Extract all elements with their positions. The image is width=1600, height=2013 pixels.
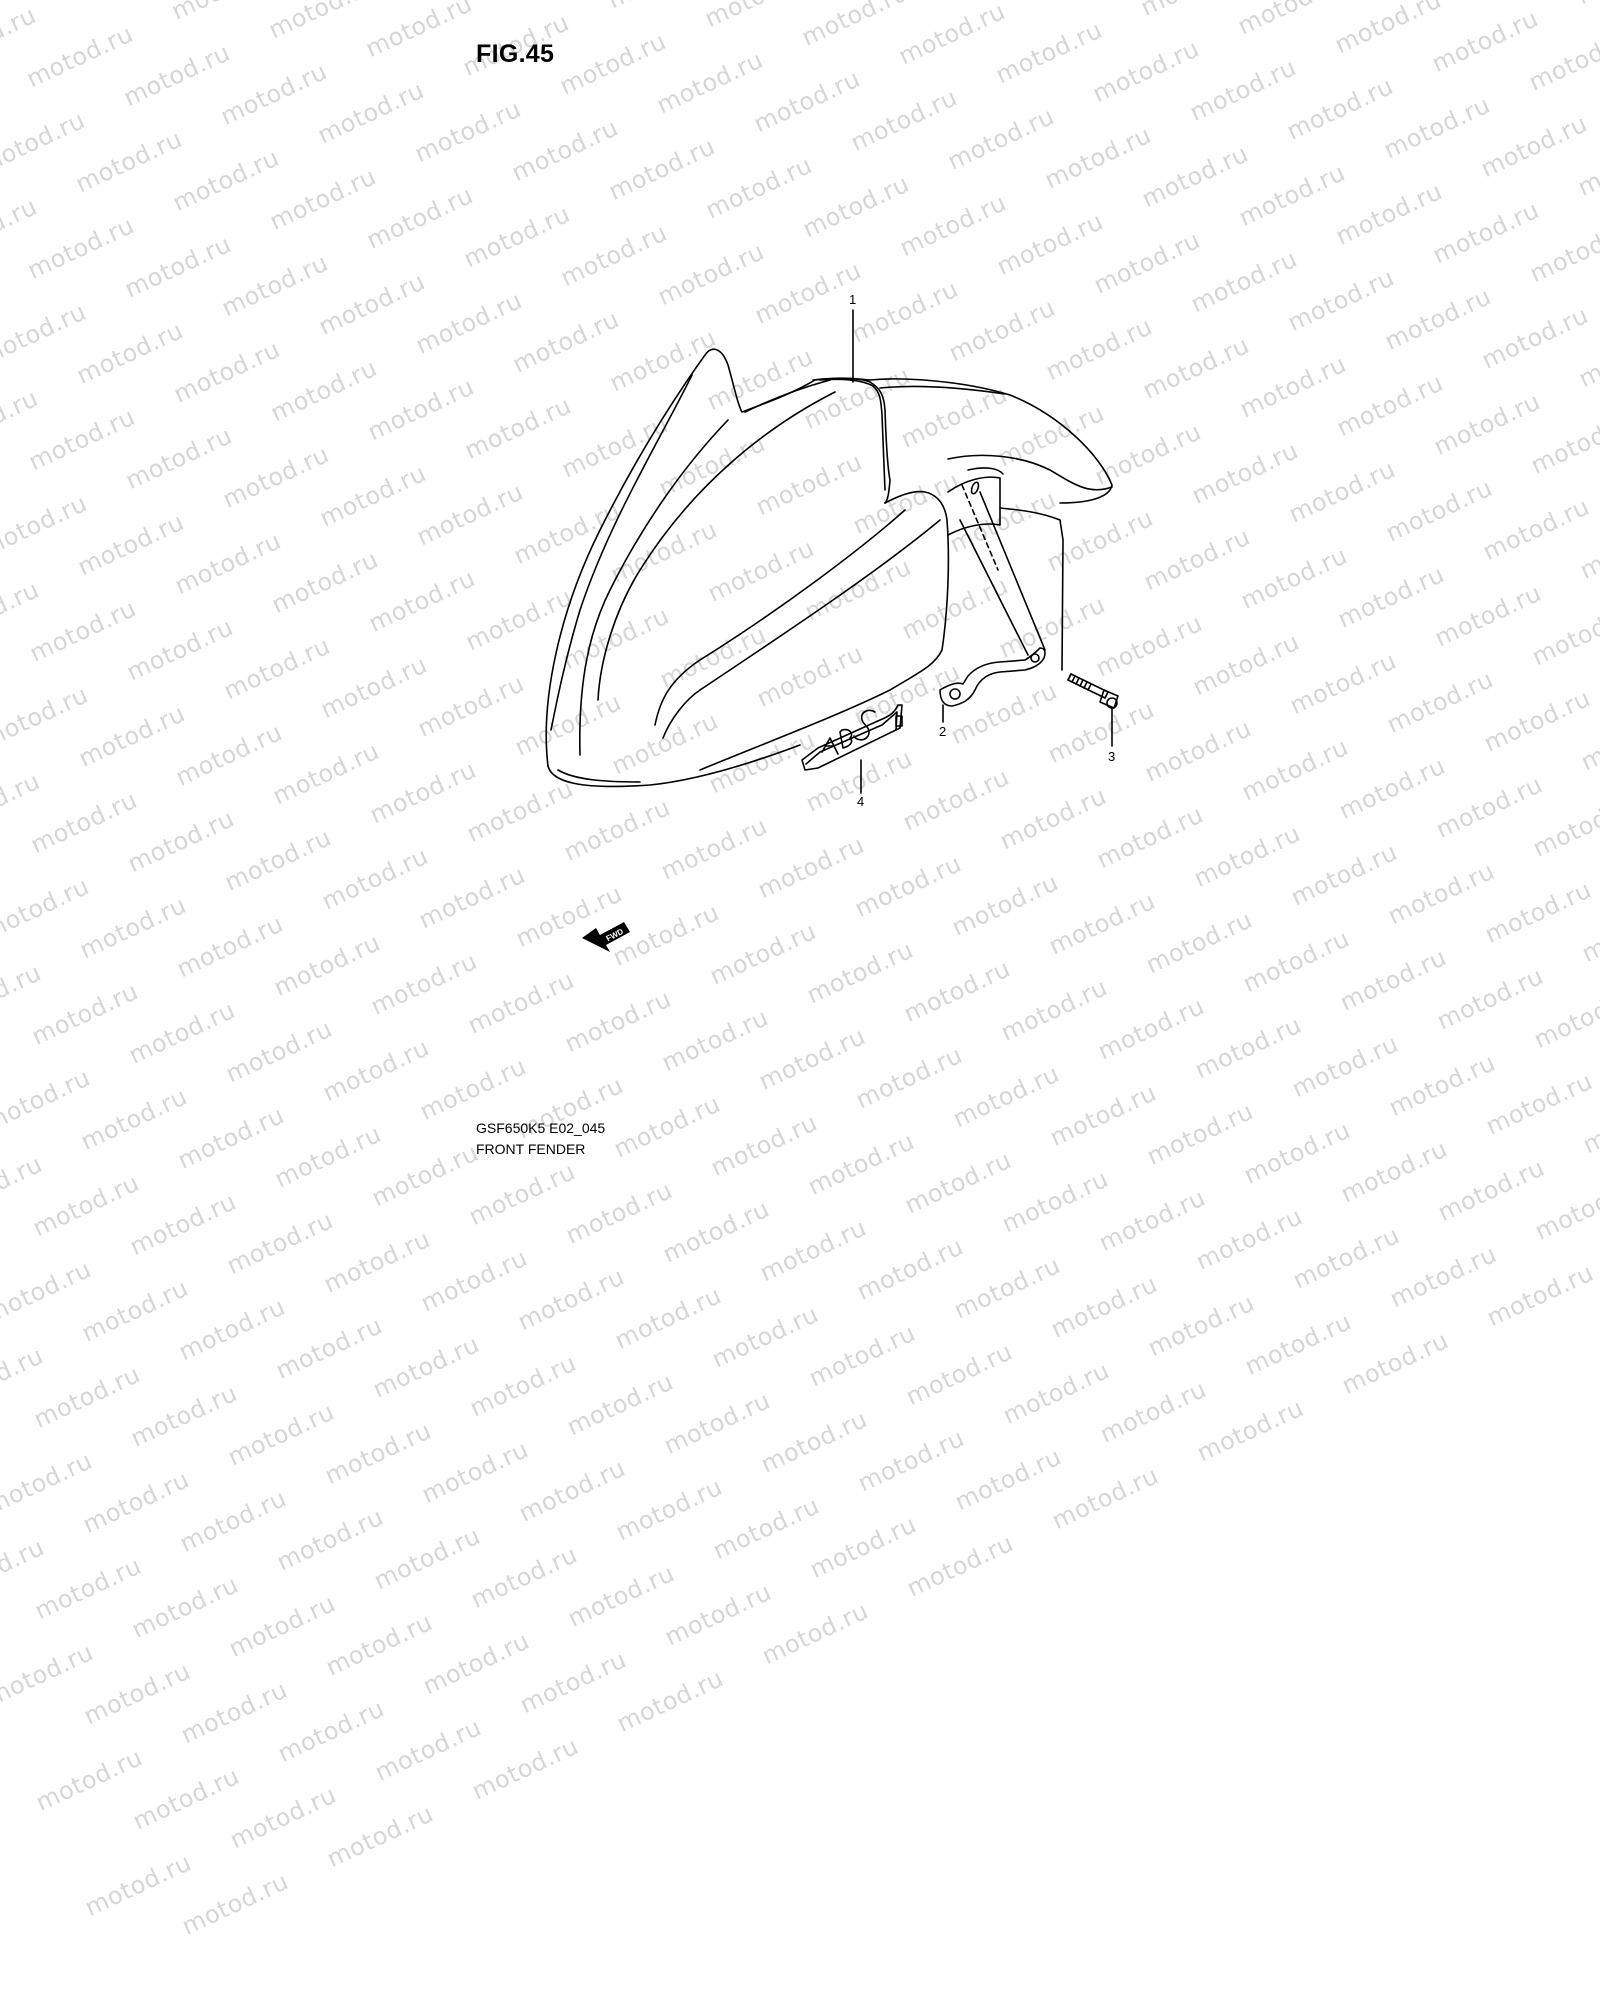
- watermark-text: motod.ru: [853, 1423, 969, 1498]
- watermark-text: motod.ru: [418, 1626, 534, 1701]
- watermark-text: motod.ru: [78, 1465, 194, 1539]
- watermark-text: motod.ru: [417, 1435, 533, 1509]
- watermark-text: motod.ru: [466, 1540, 582, 1614]
- watermark-text: motod.ru: [80, 1848, 196, 1922]
- watermark-text: motod.ru: [0, 1395, 48, 1515]
- watermark-text: motod.ru: [177, 1867, 293, 1941]
- watermark-text: motod.ru: [320, 1416, 436, 1491]
- watermark-text: motod.ru: [0, 1203, 47, 1323]
- watermark-text: motod.ru: [949, 1251, 1065, 1325]
- bolt-part: [1067, 673, 1119, 709]
- figure-code: GSF650K5 E02_045: [476, 1120, 606, 1136]
- figure-name: FRONT FENDER: [476, 1141, 586, 1157]
- watermark-text: motod.ru: [852, 1232, 968, 1306]
- watermark-text: motod.ru: [370, 1713, 486, 1787]
- watermark-text: motod.ru: [319, 1224, 435, 1299]
- watermark-text: motod.ru: [225, 1780, 341, 1855]
- watermark-text: motod.ru: [562, 1367, 678, 1442]
- watermark-text: motod.ru: [0, 1638, 98, 1712]
- watermark-text: motod.ru: [322, 1799, 438, 1874]
- front-fender-diagram: FWD 1 2 3 4: [545, 292, 1119, 952]
- watermark-text: motod.ru: [1095, 1374, 1211, 1449]
- fender-side-panel: [699, 490, 950, 771]
- watermark-text: motod.ru: [126, 1378, 242, 1453]
- watermark-text: motod.ru: [1046, 1269, 1162, 1344]
- watermark-text: motod.ru: [368, 1330, 484, 1404]
- watermark-text: motod.ru: [175, 1484, 291, 1558]
- watermark-text: motod.ru: [416, 1243, 532, 1318]
- callout-3: 3: [1108, 749, 1115, 764]
- watermark-text: motod.ru: [128, 1761, 244, 1836]
- abs-emblem: [801, 704, 903, 771]
- watermark-text: motod.ru: [805, 1510, 921, 1584]
- watermark-text: motod.ru: [950, 1442, 1066, 1517]
- watermark-text: motod.ru: [902, 1528, 1018, 1603]
- watermark-text: motod.ru: [0, 1532, 49, 1607]
- watermark-text: motod.ru: [224, 1589, 340, 1663]
- watermark-text: motod.ru: [369, 1521, 485, 1596]
- bracket-part: [939, 647, 1046, 707]
- watermark-text: motod.ru: [901, 1337, 1017, 1412]
- watermark-text: motod.ru: [707, 1299, 823, 1374]
- watermark-text: motod.ru: [1288, 1220, 1404, 1295]
- watermark-text: motod.ru: [31, 1743, 147, 1817]
- watermark-text: motod.ru: [563, 1559, 679, 1633]
- watermark-text: motod.ru: [1385, 1239, 1501, 1314]
- callout-4: 4: [857, 794, 864, 809]
- watermark-text: motod.ru: [757, 1596, 873, 1671]
- callout-1: 1: [849, 292, 856, 307]
- watermark-text: motod.ru: [1337, 1326, 1453, 1400]
- watermark-text: motod.ru: [467, 1731, 583, 1806]
- watermark-text: motod.ru: [77, 1273, 193, 1348]
- watermark-text: motod.ru: [660, 1577, 776, 1652]
- fwd-direction-icon: FWD: [582, 922, 630, 952]
- watermark-text: motod.ru: [611, 1472, 727, 1547]
- watermark-text: motod.ru: [272, 1502, 388, 1577]
- watermark-text: motod.ru: [271, 1311, 387, 1385]
- watermark-text: motod.ru: [79, 1656, 195, 1731]
- watermark-text: motod.ru: [610, 1281, 726, 1355]
- watermark-text: motod.ru: [804, 1318, 920, 1393]
- watermark-text: motod.ru: [1240, 1307, 1356, 1381]
- watermark-text: motod.ru: [756, 1405, 872, 1479]
- watermark-text: motod.ru: [515, 1645, 631, 1720]
- watermark-text: motod.ru: [0, 1341, 48, 1416]
- watermark-text: motod.ru: [176, 1675, 292, 1750]
- fender-outer-shell: [545, 348, 1113, 767]
- watermark-text: motod.ru: [612, 1664, 728, 1738]
- watermark-text: motod.ru: [29, 1360, 145, 1434]
- watermark-text: motod.ru: [465, 1348, 581, 1423]
- watermark-text: motod.ru: [321, 1607, 437, 1682]
- watermark-text: motod.ru: [998, 1356, 1114, 1430]
- watermark-text: motod.ru: [659, 1386, 775, 1460]
- watermark-text: motod.ru: [708, 1491, 824, 1566]
- watermark-text: motod.ru: [223, 1397, 339, 1472]
- watermark-text: motod.ru: [127, 1570, 243, 1645]
- watermark-text: motod.ru: [0, 1255, 96, 1329]
- watermark-text: motod.ru: [1143, 1288, 1259, 1363]
- watermark-text: motod.ru: [514, 1453, 630, 1528]
- watermark-text: motod.ru: [1047, 1461, 1163, 1535]
- watermark-text: motod.ru: [1482, 1258, 1598, 1333]
- figure-title: FIG.45: [476, 40, 555, 68]
- callout-2: 2: [939, 724, 946, 739]
- watermark-text: motod.ru: [1192, 1393, 1308, 1468]
- watermark-text: motod.ru: [174, 1292, 290, 1367]
- watermark-text: motod.ru: [0, 1446, 97, 1521]
- watermark-text: motod.ru: [273, 1694, 389, 1768]
- watermark-text: motod.ru: [30, 1551, 146, 1626]
- watermark-text: motod.ru: [513, 1262, 629, 1337]
